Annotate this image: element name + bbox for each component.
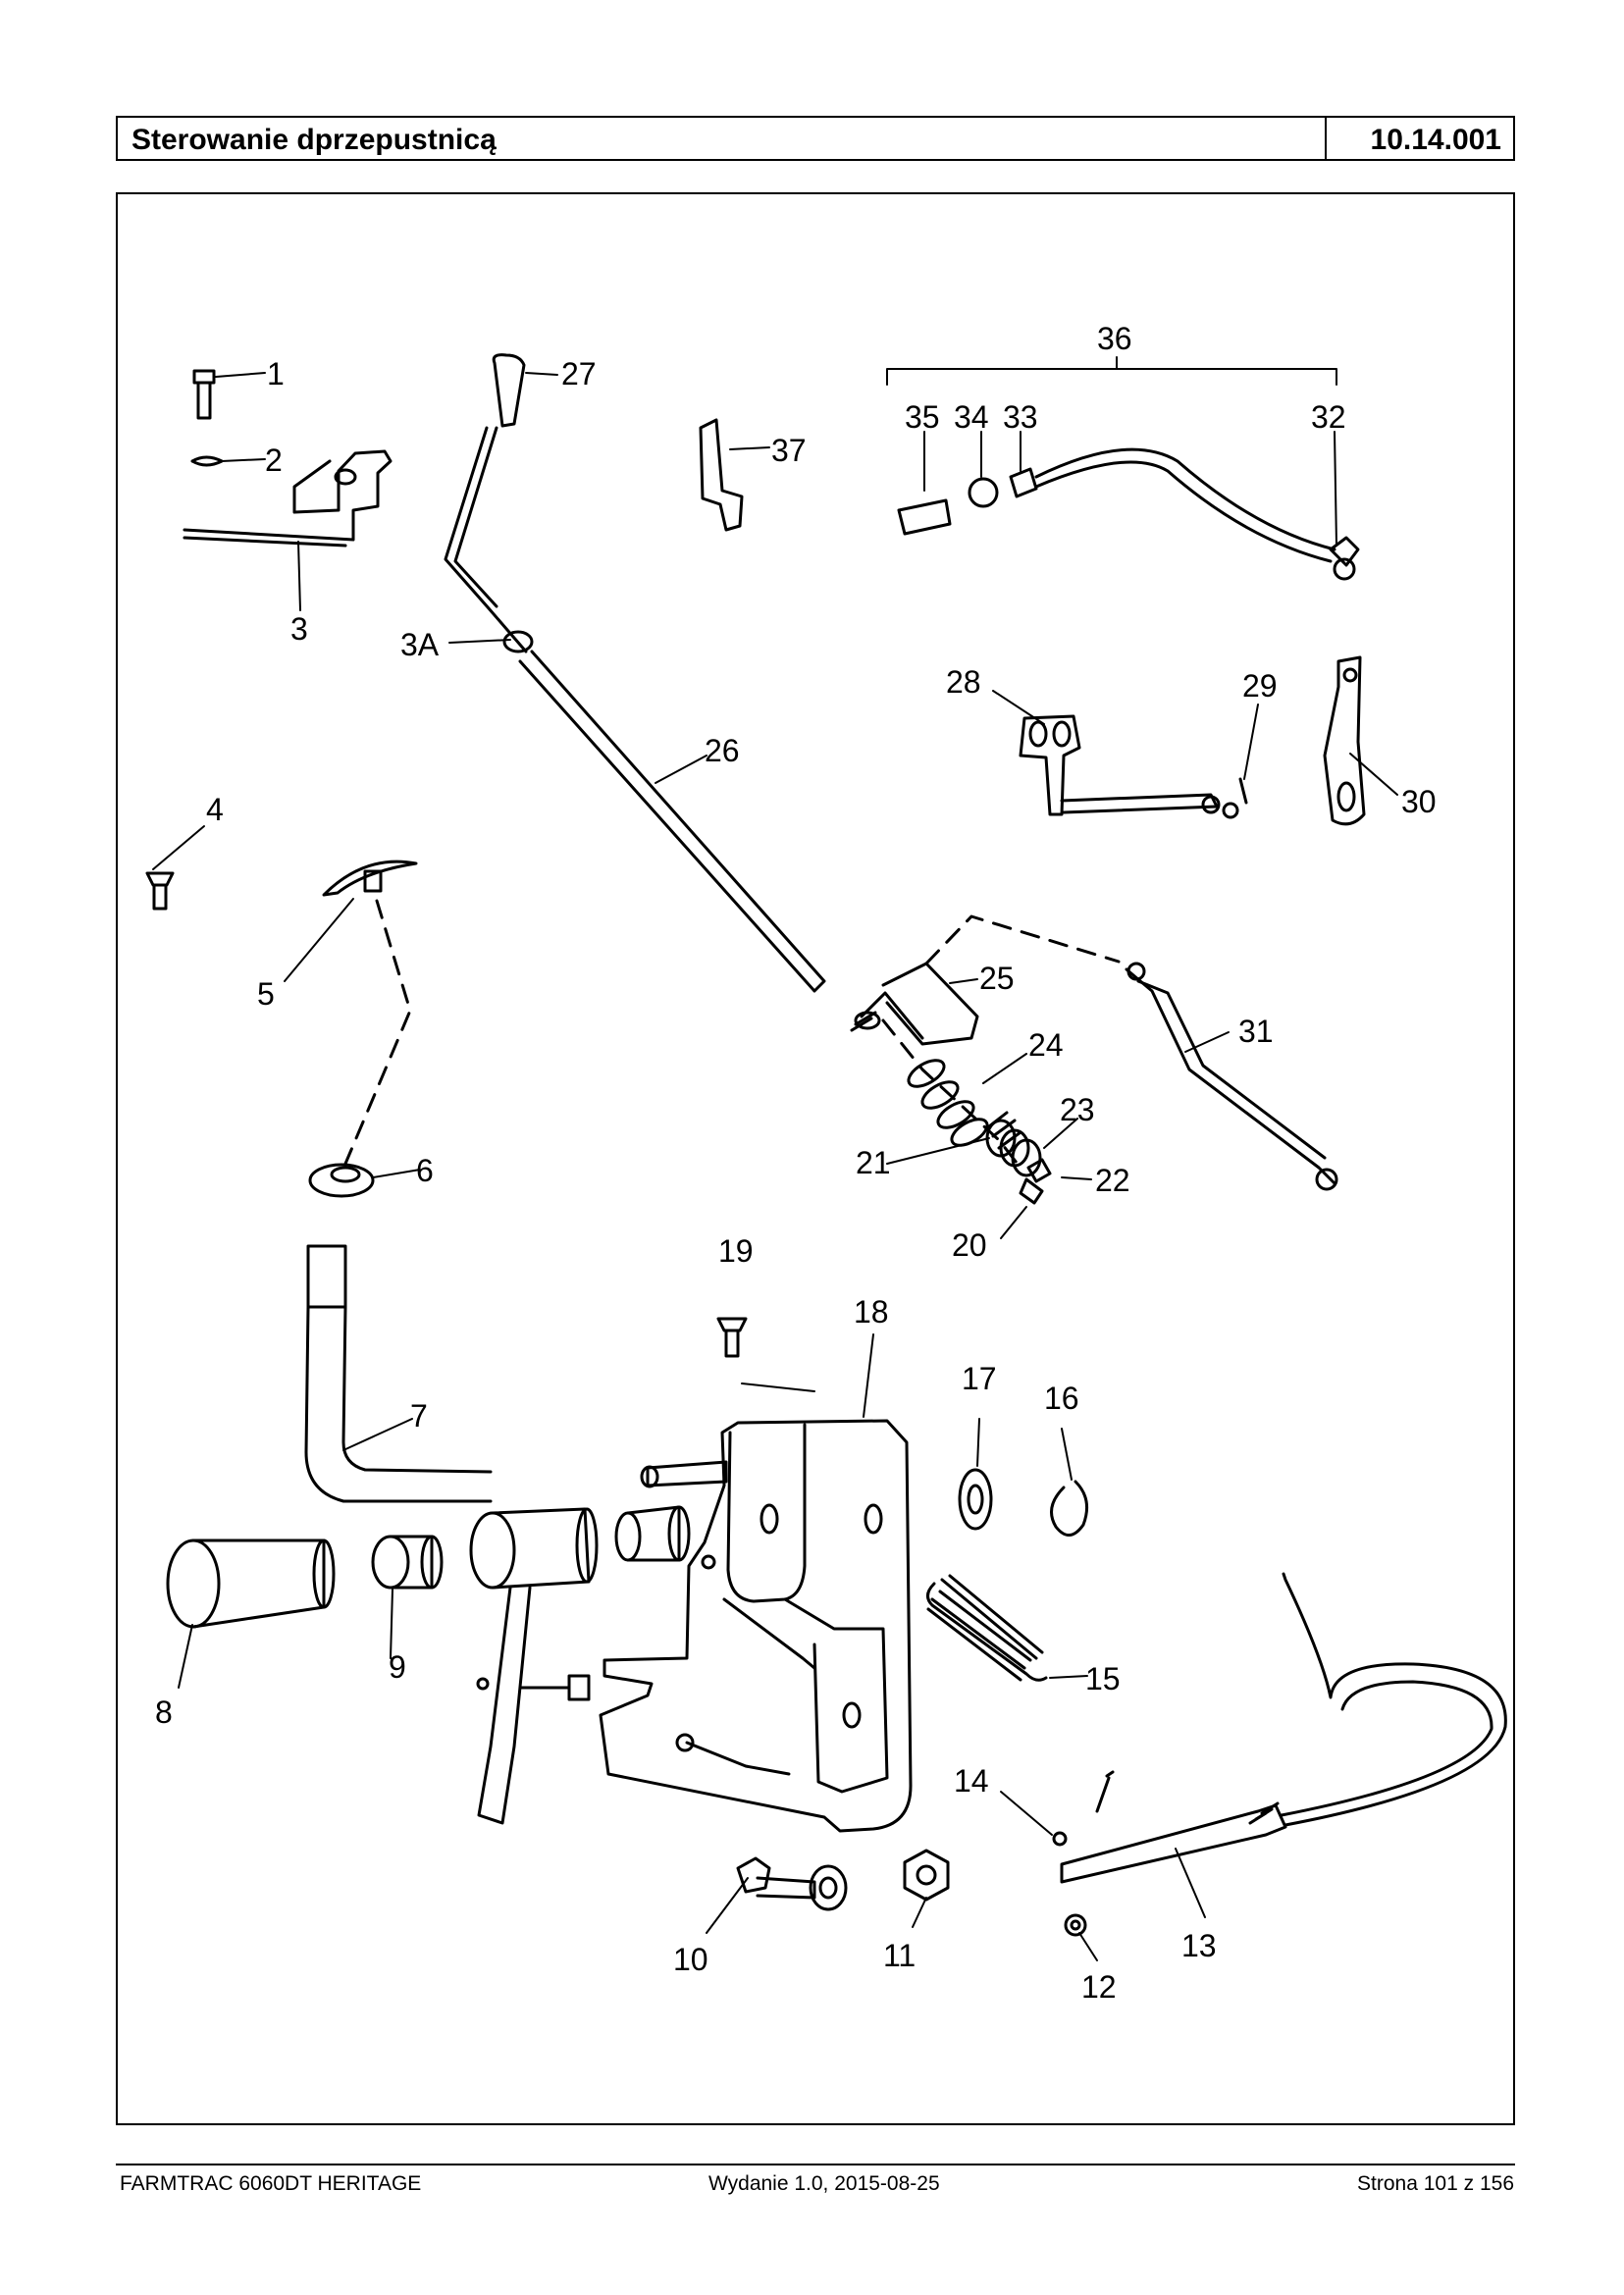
callout-labels: 1 2 3 3A 4 5 6 7 8 9 10 11 12 13 14 15 1…: [155, 321, 1437, 2005]
part-pedal-lever-hub: [469, 1507, 599, 1825]
callout-37: 37: [771, 433, 807, 468]
callout-6: 6: [416, 1153, 434, 1188]
part-27-knob: [492, 353, 526, 428]
footer-model: FARMTRAC 6060DT HERITAGE: [120, 2172, 422, 2195]
callout-15: 15: [1085, 1661, 1121, 1696]
callout-9: 9: [389, 1649, 406, 1685]
part-6-nut: [308, 1163, 375, 1198]
callout-3a: 3A: [400, 627, 440, 662]
footer-rule: [116, 2164, 1515, 2165]
part-16-circlip: [1050, 1480, 1089, 1537]
part-11-nut: [903, 1849, 950, 1902]
part-17-washer: [958, 1468, 993, 1531]
callout-2: 2: [265, 443, 283, 478]
part-13-cable: [1060, 1572, 1507, 1884]
part-29-pin: [1238, 777, 1248, 805]
callout-27: 27: [561, 356, 597, 391]
part-4-screw: [145, 871, 175, 911]
footer-edition: Wydanie 1.0, 2015-08-25: [708, 2172, 940, 2195]
part-12-washer: [1064, 1913, 1087, 1937]
callout-21: 21: [856, 1145, 891, 1180]
callout-30: 30: [1401, 784, 1437, 819]
callout-3: 3: [290, 611, 308, 647]
part-3-bracket: [183, 449, 393, 548]
callout-28: 28: [946, 664, 981, 700]
section-code: 10.14.001: [1370, 124, 1501, 156]
callout-36: 36: [1097, 321, 1132, 356]
callout-24: 24: [1028, 1027, 1064, 1063]
part-28-arm: [1019, 714, 1239, 819]
callout-17: 17: [962, 1361, 997, 1396]
part-14-nut: [1052, 1770, 1115, 1847]
callout-26: 26: [705, 733, 740, 768]
callout-23: 23: [1060, 1092, 1095, 1127]
callout-7: 7: [410, 1398, 428, 1434]
part-30-link: [1323, 655, 1366, 826]
callout-18: 18: [854, 1294, 889, 1330]
callout-4: 4: [206, 792, 224, 827]
part-18-bracket: [599, 1419, 913, 1833]
callout-8: 8: [155, 1695, 173, 1730]
part-1-bolt: [192, 369, 216, 420]
callout-13: 13: [1181, 1928, 1217, 1963]
assembly-lines: [343, 899, 1121, 1170]
callout-19: 19: [718, 1233, 754, 1269]
diagram-frame: [116, 192, 1515, 2125]
part-24-discs: [907, 1059, 989, 1147]
callout-29: 29: [1242, 668, 1278, 704]
part-10-adjuster: [736, 1856, 848, 1911]
part-3a-lever: [444, 426, 534, 653]
part-5-cap: [322, 860, 418, 897]
part-26-rod: [518, 650, 826, 993]
part-19-screw: [716, 1317, 748, 1358]
part-9-bushing: [371, 1535, 444, 1590]
part-15-spring: [926, 1574, 1048, 1682]
part-pivot-bushing: [614, 1505, 691, 1562]
callout-33: 33: [1003, 399, 1038, 435]
callout-35: 35: [905, 399, 940, 435]
assembly-36-bracket: [886, 356, 1337, 386]
callout-12: 12: [1081, 1969, 1117, 2005]
callout-11: 11: [883, 1938, 916, 1973]
callout-31: 31: [1238, 1014, 1274, 1049]
part-20-screw: [1019, 1177, 1044, 1205]
callout-22: 22: [1095, 1163, 1130, 1198]
callout-25: 25: [979, 961, 1015, 996]
title-bar: Sterowanie dprzepustnicą 10.14.001: [116, 116, 1515, 161]
callout-14: 14: [954, 1763, 989, 1799]
part-37-bracket: [699, 418, 744, 532]
part-2-washer: [190, 455, 224, 467]
part-31-rod: [1125, 962, 1338, 1191]
callout-32: 32: [1311, 399, 1346, 435]
part-7-pedal-arm: [304, 1244, 493, 1503]
part-23-spring: [985, 1119, 1042, 1177]
part-8-pedal-pad: [166, 1539, 336, 1629]
title-divider: [1325, 118, 1327, 159]
part-32-36-stop-cable: [897, 447, 1360, 581]
callout-1: 1: [267, 356, 285, 391]
part-25-clamp: [850, 962, 979, 1046]
part-22-nut: [1026, 1158, 1052, 1183]
footer-page-number: Strona 101 z 156: [1357, 2172, 1514, 2195]
callout-10: 10: [673, 1942, 708, 1977]
page-title: Sterowanie dprzepustnicą: [131, 124, 497, 156]
callout-5: 5: [257, 976, 275, 1012]
leader-lines: [152, 372, 1398, 1961]
callout-34: 34: [954, 399, 989, 435]
callout-16: 16: [1044, 1381, 1079, 1416]
callout-20: 20: [952, 1227, 987, 1263]
